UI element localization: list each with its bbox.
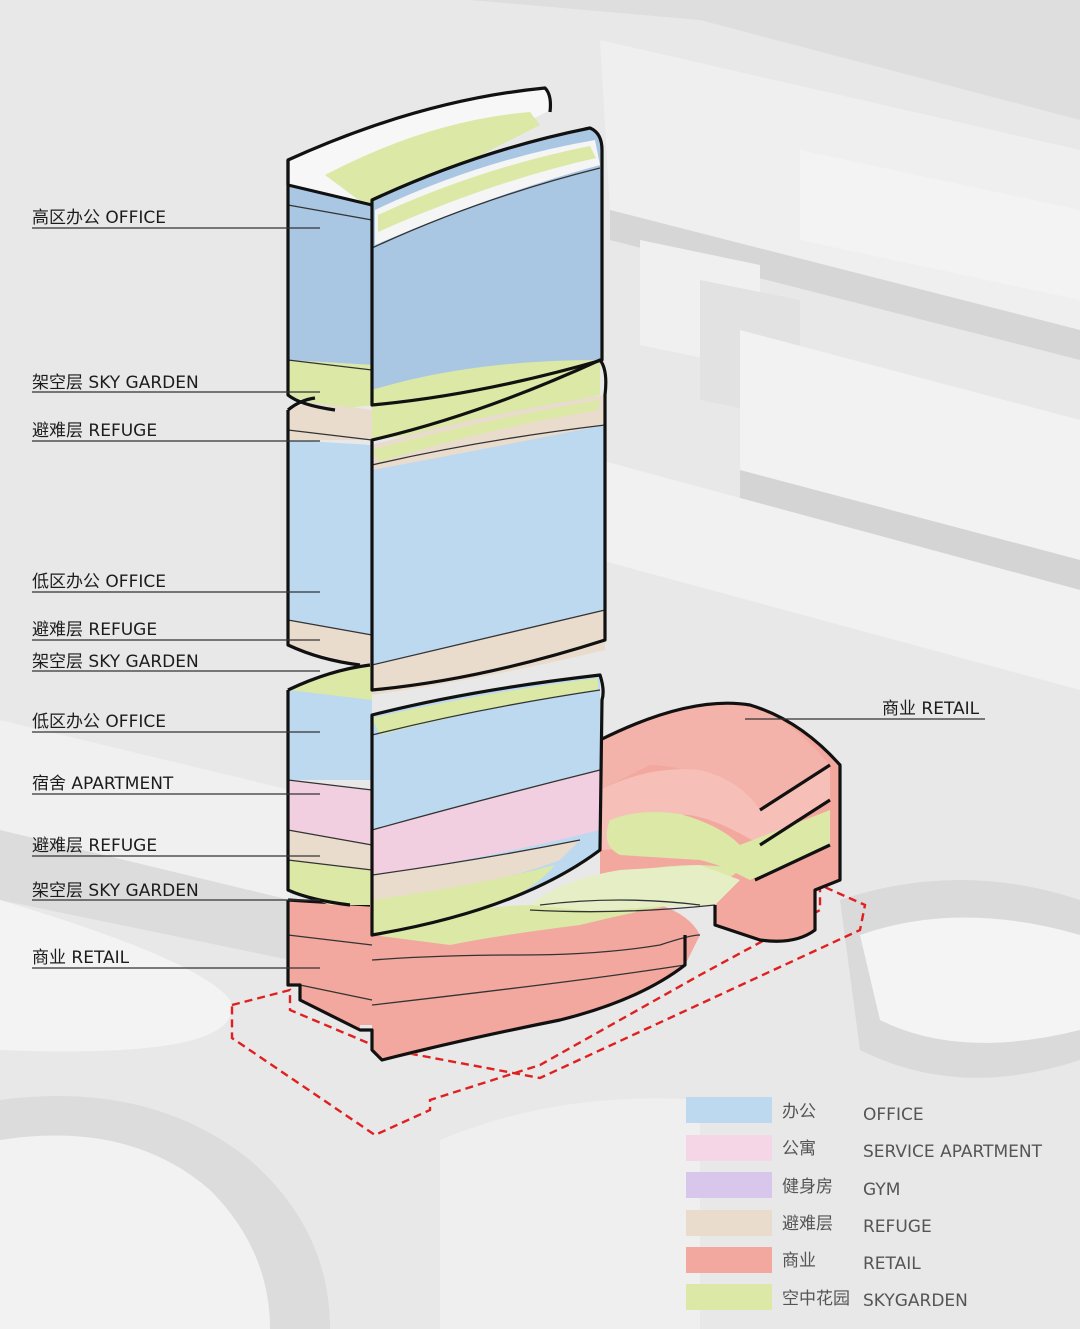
legend-item-retail: 商业 RETAIL	[686, 1247, 921, 1274]
label-retail-right: 商业 RETAIL	[882, 699, 980, 719]
program-labels: 高区办公 OFFICE 架空层 SKY GARDEN 避难层 REFUGE 低区…	[32, 208, 980, 968]
legend-swatch-apartment	[686, 1135, 772, 1161]
legend-swatch-refuge	[686, 1210, 772, 1236]
legend-cn-apartment: 公寓	[782, 1139, 816, 1159]
label-dorm: 宿舍 APARTMENT	[32, 774, 174, 794]
leader-lines	[32, 227, 985, 969]
legend-swatch-gym	[686, 1172, 772, 1198]
legend: 办公 OFFICE 公寓 SERVICE APARTMENT 健身房 GYM 避…	[686, 1097, 1043, 1311]
label-low-office-1: 低区办公 OFFICE	[32, 572, 166, 592]
west-tower	[286, 86, 553, 907]
retail-podium	[286, 701, 842, 1062]
legend-item-skygarden: 空中花园 SKYGARDEN	[686, 1284, 968, 1311]
legend-en-retail: RETAIL	[863, 1254, 921, 1274]
legend-en-gym: GYM	[863, 1180, 900, 1200]
label-high-office: 高区办公 OFFICE	[32, 208, 166, 228]
legend-cn-office: 办公	[782, 1102, 816, 1122]
site-boundary	[230, 883, 867, 1137]
legend-item-office: 办公 OFFICE	[686, 1097, 924, 1125]
legend-item-gym: 健身房 GYM	[686, 1172, 900, 1200]
legend-swatch-skygarden	[686, 1284, 772, 1310]
legend-en-skygarden: SKYGARDEN	[863, 1291, 968, 1311]
label-sky-garden-1: 架空层 SKY GARDEN	[32, 373, 199, 393]
legend-en-office: OFFICE	[863, 1105, 924, 1125]
legend-swatch-retail	[686, 1247, 772, 1273]
legend-cn-retail: 商业	[782, 1251, 816, 1271]
label-sky-garden-2: 架空层 SKY GARDEN	[32, 652, 199, 672]
label-low-office-2: 低区办公 OFFICE	[32, 712, 166, 732]
legend-cn-gym: 健身房	[782, 1177, 833, 1197]
legend-item-apartment: 公寓 SERVICE APARTMENT	[686, 1135, 1043, 1162]
legend-cn-skygarden: 空中花园	[782, 1289, 850, 1309]
legend-en-apartment: SERVICE APARTMENT	[863, 1142, 1043, 1162]
legend-cn-refuge: 避难层	[782, 1214, 833, 1234]
label-sky-garden-3: 架空层 SKY GARDEN	[32, 881, 199, 901]
label-retail-left: 商业 RETAIL	[32, 948, 130, 968]
east-tower	[370, 126, 608, 937]
legend-en-refuge: REFUGE	[863, 1217, 932, 1237]
legend-item-refuge: 避难层 REFUGE	[686, 1210, 932, 1237]
label-refuge-1: 避难层 REFUGE	[32, 421, 157, 441]
label-refuge-2: 避难层 REFUGE	[32, 620, 157, 640]
legend-swatch-office	[686, 1097, 772, 1123]
label-refuge-3: 避难层 REFUGE	[32, 836, 157, 856]
